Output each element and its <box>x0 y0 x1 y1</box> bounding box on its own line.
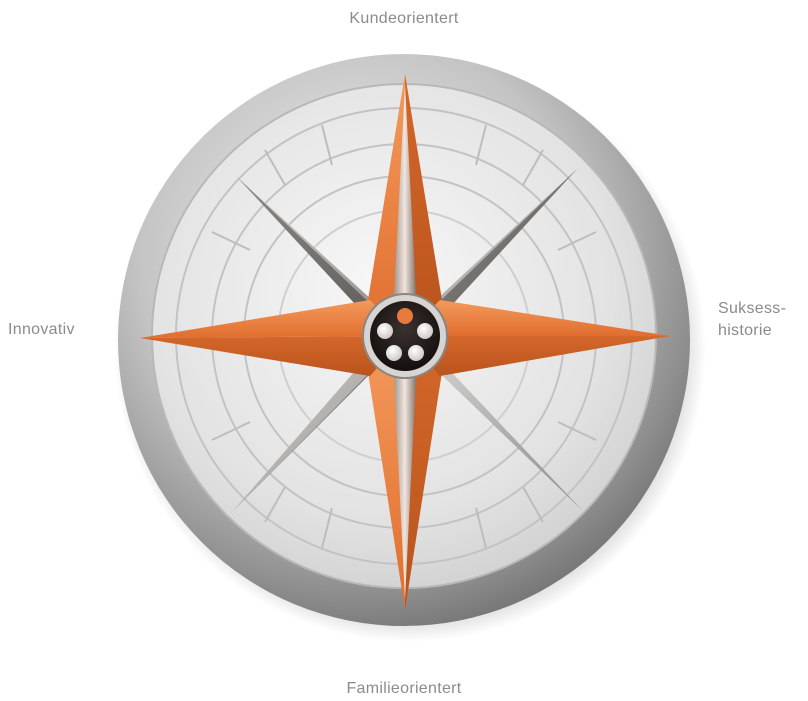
five-dot-hub-icon <box>363 294 447 378</box>
label-right-line2: historie <box>718 320 786 342</box>
label-left: Innovativ <box>8 320 75 340</box>
label-right: Suksess- historie <box>718 298 786 342</box>
label-right-line1: Suksess- <box>718 298 786 320</box>
label-bottom: Familieorientert <box>0 679 808 699</box>
label-top: Kundeorientert <box>0 9 808 29</box>
